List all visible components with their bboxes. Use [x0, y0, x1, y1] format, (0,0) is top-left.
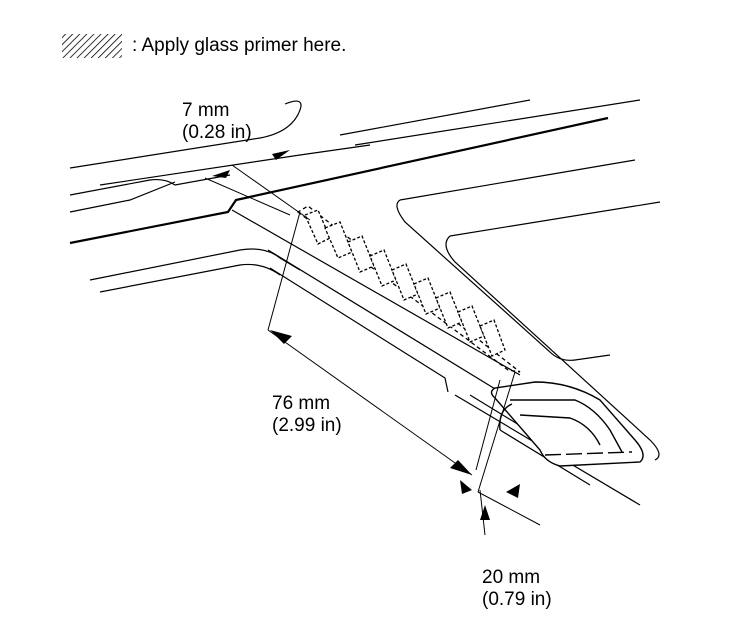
- dimension-top-metric: 7 mm: [182, 100, 230, 121]
- dimension-top-imperial: (0.28 in): [182, 122, 252, 143]
- dimension-label-bottom: 20 mm (0.79 in): [482, 567, 552, 611]
- dimension-arrows: [212, 150, 520, 520]
- dimension-length-imperial: (2.99 in): [272, 415, 342, 436]
- primer-application-area: [296, 205, 521, 373]
- molding-clip: [490, 381, 644, 467]
- dimension-lines: [204, 164, 541, 536]
- glass-edge: [69, 116, 609, 245]
- dimension-length-metric: 76 mm: [272, 393, 331, 414]
- legend: : Apply glass primer here.: [60, 32, 346, 60]
- body-panel-outline: [69, 99, 661, 461]
- hatch-swatch-icon: [62, 34, 122, 58]
- legend-text: : Apply glass primer here.: [132, 35, 347, 56]
- dimension-bottom-imperial: (0.79 in): [482, 589, 552, 610]
- dimension-bottom-metric: 20 mm: [482, 567, 541, 588]
- dimension-label-length: 76 mm (2.99 in): [272, 393, 342, 437]
- dimension-label-top: 7 mm (0.28 in): [182, 100, 252, 144]
